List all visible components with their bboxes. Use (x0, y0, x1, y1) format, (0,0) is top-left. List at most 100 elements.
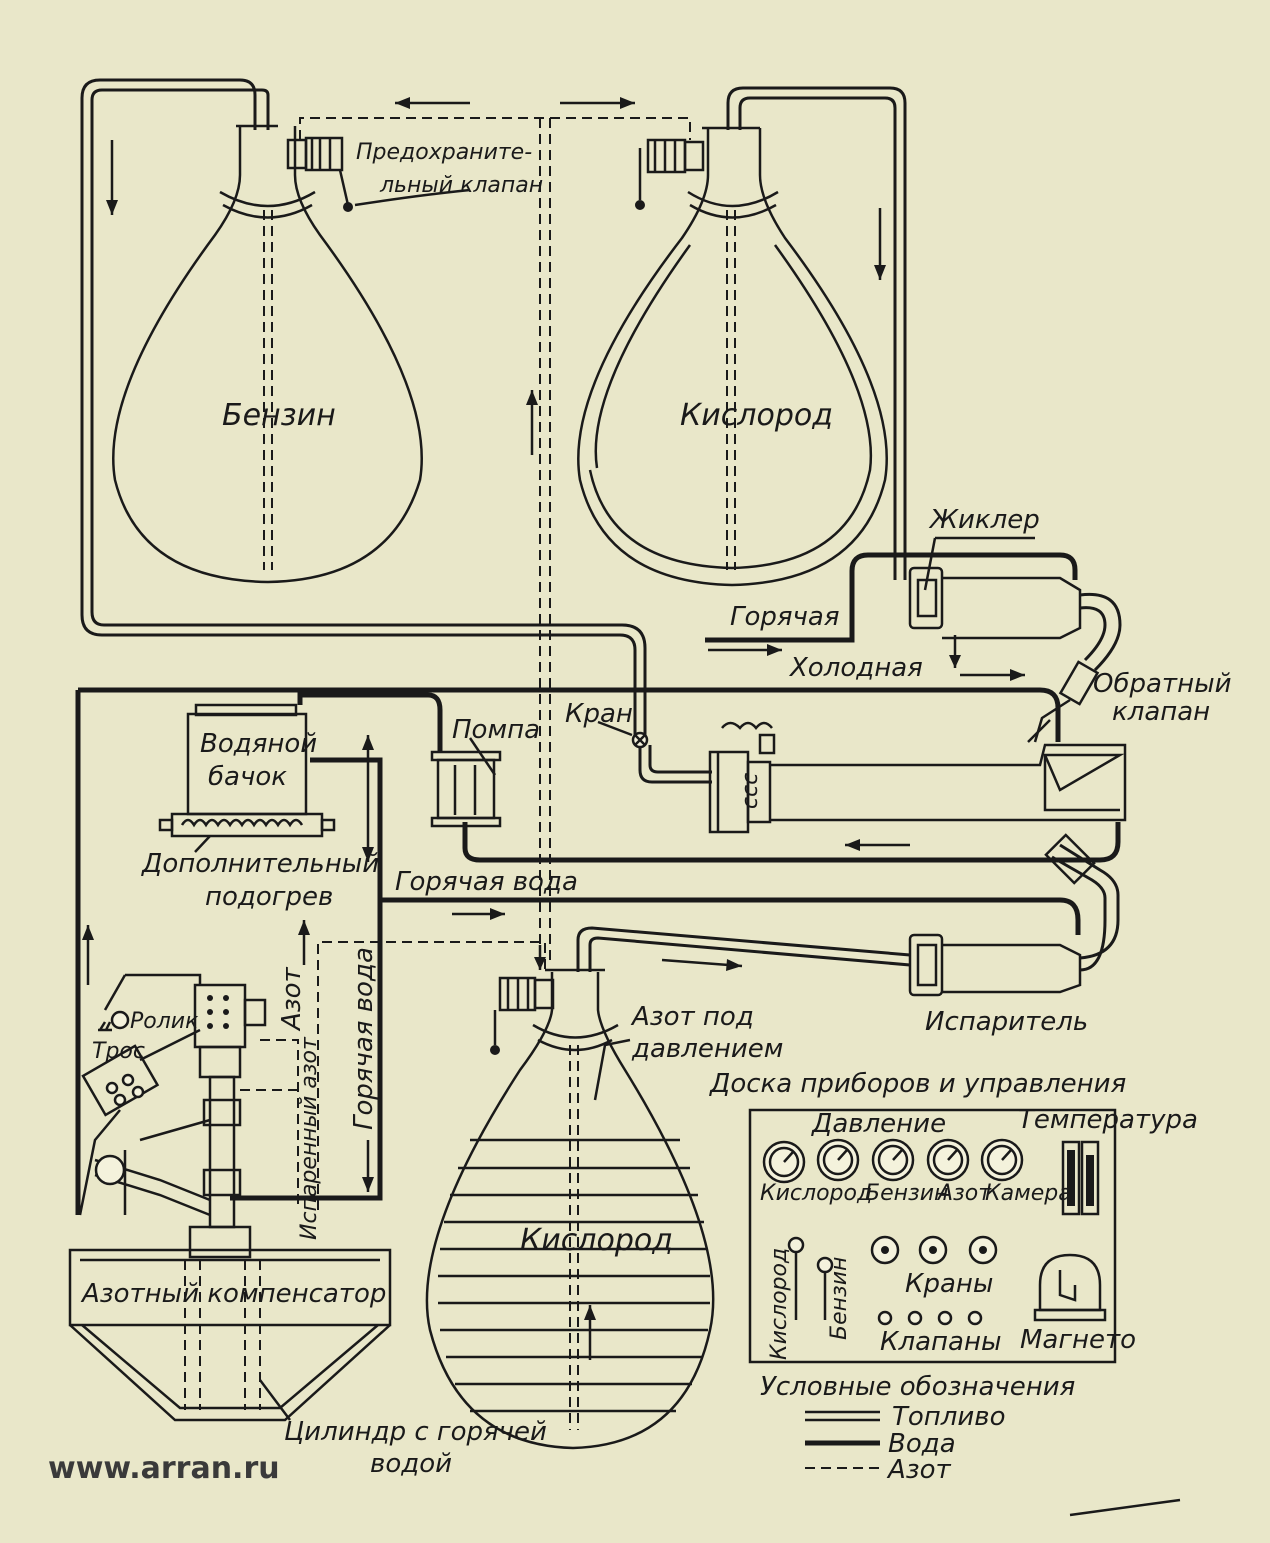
water-tank-label-1: Водяной (200, 729, 317, 759)
flow-arrow-top-right (560, 97, 635, 109)
valve-buttons (877, 1310, 983, 1326)
water-loop-chamber (297, 692, 1121, 863)
oxygen-tank-bottom: Кислород (425, 968, 715, 1450)
flow-arrow-top-left (395, 97, 470, 109)
lever-benzin (816, 1256, 834, 1320)
hot-water-v-label: Горячая вода (349, 947, 379, 1130)
oxygen-tank-bottom-label: Кислород (520, 1223, 673, 1258)
lever-oxygen (787, 1236, 805, 1320)
evaporator (576, 833, 1120, 997)
oxygen-pipe (726, 86, 907, 580)
nitrogen-pressure-leader (593, 1038, 631, 1101)
gauge-nitrogen-label: Азот (936, 1181, 992, 1206)
safety-valve-bottom (490, 976, 555, 1055)
pressure-label: Давление (811, 1109, 946, 1139)
flow-arrow-right-down (874, 208, 886, 280)
cylinder-leader (259, 1379, 291, 1421)
flow-arrow-hw-right (452, 908, 505, 920)
compensator-mechanism (78, 973, 267, 1259)
gauge-benzin (816, 1138, 860, 1182)
flow-arrow-hw-v-down (362, 1140, 374, 1192)
flow-arrow-chamber-back (845, 839, 910, 851)
flow-arrow-left-down (106, 140, 118, 215)
nitrogen-v-label: Азот (277, 966, 307, 1032)
gauge-oxygen-label: Кислород (760, 1181, 872, 1206)
nitrogen-compensator: Азотный компенсатор (68, 1248, 392, 1422)
thermometer (1061, 1140, 1100, 1216)
flow-arrow-bottom-down (534, 945, 546, 970)
magneto-label: Магнето (1020, 1325, 1136, 1355)
flow-arrow-hw-v-up (298, 920, 310, 965)
hot-label: Горячая (730, 602, 839, 632)
safety-valve-label-2: льный клапан (379, 173, 543, 198)
flow-arrow-cold (960, 669, 1025, 681)
roller-label: Ролик (130, 1009, 199, 1034)
legend-nitrogen-label: Азот (886, 1455, 952, 1485)
hot-water-label: Горячая вода (395, 867, 578, 897)
pump (430, 737, 502, 828)
flow-arrow-mid-up (526, 390, 538, 455)
flow-arrow-hot (708, 644, 782, 656)
hot-water-pipe (230, 757, 1081, 1201)
legend-title: Условные обозначения (760, 1372, 1075, 1402)
tap-knobs (870, 1235, 998, 1265)
jet-leader (923, 536, 1035, 591)
safety-valve-label-1: Предохраните- (356, 140, 532, 165)
svg-text:ccc: ccc (738, 773, 763, 809)
lever-benzin-label: Бензин (827, 1257, 852, 1340)
jet-label: Жиклер (928, 505, 1040, 535)
panel-title: Доска приборов и управления (709, 1069, 1126, 1099)
extra-heat-label-2: подогрев (205, 882, 333, 912)
taps-label: Краны (905, 1269, 993, 1299)
legend-fuel-label: Топливо (892, 1402, 1006, 1432)
jet (908, 566, 1082, 640)
benzin-tank: Бензин (112, 124, 423, 584)
tap (597, 720, 649, 749)
evaporator-label: Испаритель (925, 1007, 1088, 1037)
nitrogen-pressure-label-1: Азот под (630, 1002, 754, 1032)
oxygen-tank-top-label: Кислород (680, 398, 833, 433)
evap-nitrogen-label: Испаренный азот (297, 1036, 322, 1240)
gauge-unlabeled (926, 1138, 970, 1182)
flow-arrow-left-up (82, 925, 94, 985)
legend-water-label: Вода (888, 1429, 956, 1459)
gauge-oxygen (762, 1140, 806, 1184)
extra-heat-label-1: Дополнительный (141, 849, 379, 879)
benzin-tank-label: Бензин (222, 398, 336, 433)
gauge-chamber-label: Камера (985, 1181, 1072, 1206)
safety-valve-left (286, 136, 471, 212)
nitrogen-line-top (299, 117, 691, 960)
check-valve-label-1: Обратный (1093, 669, 1232, 699)
water-tank: Водяной бачок (158, 703, 336, 853)
legend-fuel-swatch (805, 1410, 880, 1422)
cylinder-label-2: водой (370, 1449, 452, 1479)
nitrogen-line-bottom (240, 941, 546, 1210)
water-tank-label-2: бачок (208, 762, 287, 792)
pump-label: Помпа (452, 715, 540, 745)
cold-label: Холодная (788, 653, 923, 683)
compensator-label: Азотный компенсатор (80, 1279, 386, 1309)
valves-label: Клапаны (880, 1327, 1001, 1357)
cable-label: Трос (92, 1039, 145, 1064)
check-valve-label-2: клапан (1112, 697, 1210, 727)
watermark: www.arran.ru (48, 1451, 280, 1486)
check-valve (1033, 592, 1122, 743)
flow-arrow-bottom-up (584, 1305, 596, 1360)
combustion-chamber: ccc (708, 719, 1127, 834)
temperature-label: Температура (1018, 1105, 1198, 1135)
flow-arrow-evap (661, 958, 743, 971)
flow-arrow-hw-up (362, 735, 374, 800)
gauge-nitrogen (871, 1138, 915, 1182)
tap-label: Кран (565, 699, 633, 729)
safety-valve-right (635, 138, 705, 210)
instrument-panel (748, 1108, 1117, 1364)
magneto (1033, 1253, 1107, 1322)
gauge-benzin-label: Бензин (865, 1181, 948, 1206)
gauge-chamber (980, 1138, 1024, 1182)
nitrogen-pressure-label-2: давлением (631, 1034, 783, 1064)
lever-oxygen-label: Кислород (767, 1248, 792, 1360)
oxygen-tank-top: Кислород (577, 126, 888, 587)
fuel-pipe (80, 78, 712, 784)
pencil-mark (1069, 1498, 1181, 1517)
